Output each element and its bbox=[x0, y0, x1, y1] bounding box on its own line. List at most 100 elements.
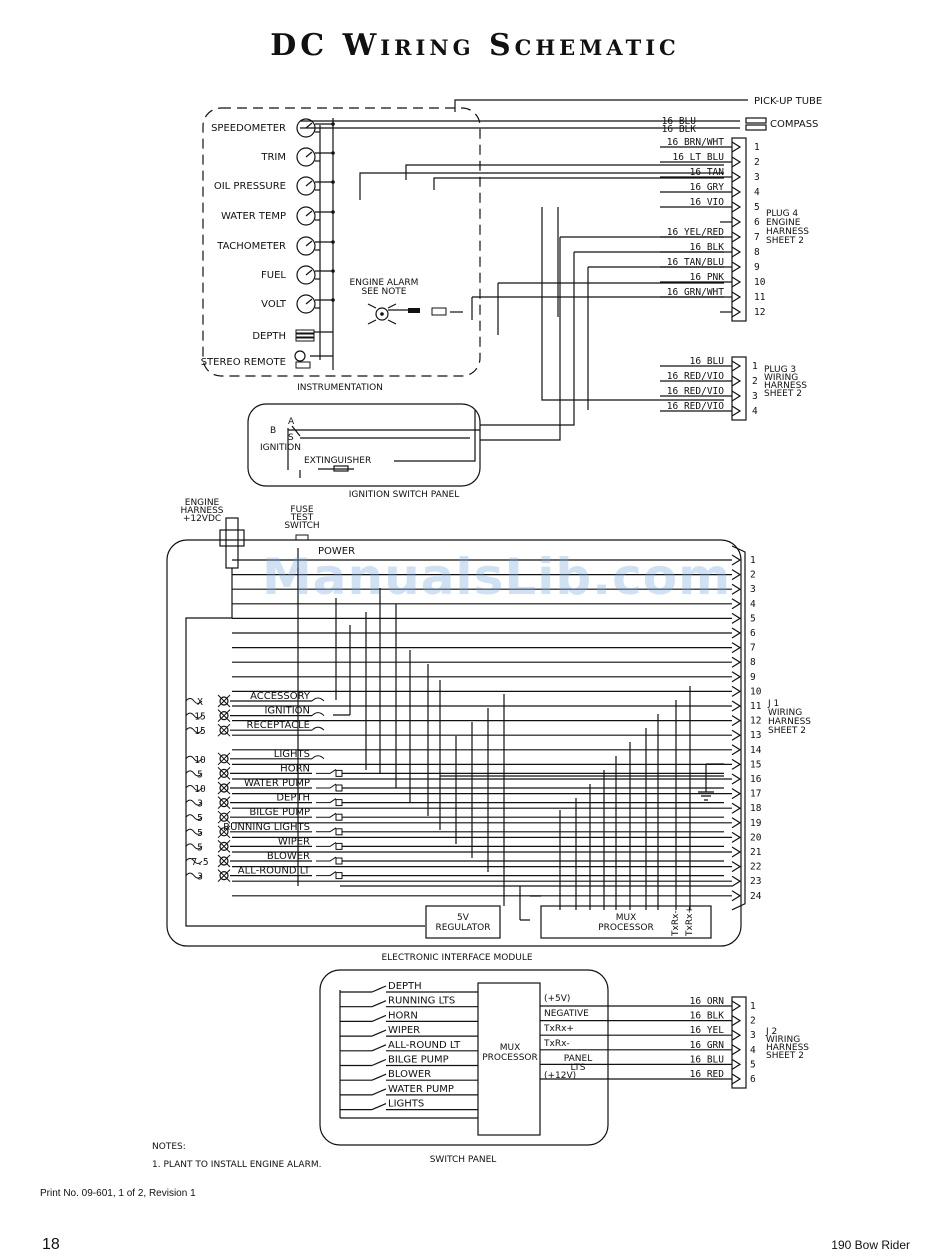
plug3-label-3: SHEET 2 bbox=[764, 389, 802, 399]
j1-pin: 12 bbox=[750, 716, 761, 727]
gauge-icon bbox=[296, 176, 316, 196]
gauge-label: SPEEDOMETER bbox=[211, 123, 286, 134]
plug4-pin: 3 bbox=[754, 172, 760, 183]
switch-blade bbox=[371, 1103, 387, 1111]
fuse-wave bbox=[185, 872, 203, 879]
fuse-wave bbox=[185, 828, 203, 835]
page-number: 18 bbox=[42, 1236, 60, 1253]
switch-blade bbox=[371, 1044, 387, 1052]
plug3-label-2: HARNESS bbox=[764, 381, 807, 391]
breaker-icon-x bbox=[217, 840, 231, 853]
engine-harness-body bbox=[219, 529, 245, 547]
gauge-needle bbox=[305, 180, 313, 187]
j1-arrow bbox=[731, 744, 742, 756]
relay-switch bbox=[316, 856, 337, 862]
gauge-needle bbox=[305, 298, 313, 305]
j1-pin: 6 bbox=[750, 628, 756, 639]
gauge-icon bbox=[296, 265, 316, 285]
page-title: DC Wiring Schematic bbox=[270, 28, 680, 63]
plug4-arrow bbox=[731, 306, 742, 318]
ignition-term-b: B bbox=[270, 426, 276, 436]
j1-arrow bbox=[731, 598, 742, 610]
plug4-arrow bbox=[731, 186, 742, 198]
breaker-icon-x bbox=[217, 709, 231, 722]
j1-arrow bbox=[731, 802, 742, 814]
switch-blade bbox=[371, 985, 387, 993]
alarm-ray bbox=[367, 303, 377, 309]
relay-switch bbox=[316, 812, 337, 818]
gauge-icon bbox=[296, 294, 316, 314]
plug3-wire-label: 16 RED/VIO bbox=[667, 371, 724, 382]
plug4-pin: 7 bbox=[754, 232, 760, 243]
breaker-icon bbox=[219, 710, 229, 721]
plug4-arrow bbox=[731, 246, 742, 258]
switch-signal-label: (+5V) bbox=[544, 994, 570, 1004]
j2-arrow bbox=[731, 1058, 742, 1070]
extinguisher-label: EXTINGUISHER bbox=[304, 456, 371, 466]
circuit-label: WATER PUMP bbox=[244, 778, 310, 789]
j1-arrow bbox=[731, 817, 742, 829]
breaker-icon bbox=[219, 856, 229, 866]
j2-pin: 4 bbox=[750, 1045, 756, 1056]
switch-label: WATER PUMP bbox=[388, 1084, 454, 1095]
fuse-wave bbox=[185, 770, 203, 777]
plug4-pin: 8 bbox=[754, 247, 760, 258]
j1-arrow bbox=[731, 671, 742, 683]
breaker-icon-x bbox=[217, 810, 231, 824]
j1-pin: 10 bbox=[750, 686, 762, 697]
gauge-needle bbox=[305, 210, 313, 217]
plug4-label-1: ENGINE bbox=[766, 218, 801, 228]
j1-pin: 16 bbox=[750, 774, 762, 785]
stereo-icon bbox=[294, 350, 306, 362]
j1-pin: 5 bbox=[750, 613, 756, 624]
j2-wire-label: 16 BLK bbox=[690, 1011, 725, 1022]
j2-label-2: HARNESS bbox=[766, 1043, 809, 1053]
j2-wire-label: 16 RED bbox=[690, 1069, 725, 1080]
relay-switch bbox=[316, 841, 337, 847]
breaker-icon bbox=[219, 827, 229, 837]
junction-dot bbox=[331, 180, 335, 184]
switch-signal-label: (+12V) bbox=[544, 1071, 576, 1081]
switch-arc bbox=[311, 755, 325, 760]
circuit-label: HORN bbox=[280, 763, 310, 774]
pickup-tube-label: PICK-UP TUBE bbox=[754, 96, 822, 107]
gauge-needle bbox=[305, 151, 313, 158]
regulator-label-0: 5V bbox=[457, 913, 470, 923]
switch-signal-label: NEGATIVE bbox=[544, 1009, 589, 1019]
j2-label-0: J 2 bbox=[765, 1027, 777, 1037]
ignition-panel-box bbox=[247, 403, 481, 487]
fuse-wave bbox=[185, 755, 203, 762]
eim-box bbox=[166, 539, 742, 947]
compass-wire-1: 16 BLU bbox=[662, 116, 697, 127]
eim-mux-label-1: PROCESSOR bbox=[598, 923, 654, 933]
fuse-wave bbox=[185, 698, 203, 704]
j1-arrow bbox=[731, 788, 742, 800]
regulator-label-1: REGULATOR bbox=[435, 923, 490, 933]
txrx-label: TxRx- bbox=[671, 910, 681, 937]
gauge-icon bbox=[296, 147, 316, 167]
instrumentation-caption: INSTRUMENTATION bbox=[297, 383, 383, 393]
plug4-arrow bbox=[731, 141, 742, 153]
j1-arrow bbox=[731, 700, 742, 712]
ignition-term-a: A bbox=[288, 417, 295, 427]
plug3-pin: 4 bbox=[752, 406, 758, 417]
plug4-pin: 2 bbox=[754, 157, 760, 168]
j2-pin: 6 bbox=[750, 1074, 756, 1085]
breaker-icon-x bbox=[217, 854, 231, 868]
switch-blade bbox=[371, 1014, 387, 1022]
plug4-pin: 4 bbox=[754, 187, 760, 198]
breaker-icon bbox=[219, 783, 229, 793]
switch-blade bbox=[371, 1073, 387, 1081]
compass-wire-2: 16 BLK bbox=[662, 124, 697, 135]
gauge-label: WATER TEMP bbox=[221, 211, 286, 222]
switch-label: HORN bbox=[388, 1010, 418, 1021]
relay-switch bbox=[316, 798, 337, 804]
switch-signal-label: LTS bbox=[571, 1063, 586, 1073]
junction-dot bbox=[331, 240, 335, 244]
j1-arrow bbox=[731, 875, 742, 887]
plug4-arrow bbox=[731, 171, 742, 183]
j2-pin: 2 bbox=[750, 1016, 756, 1027]
gauge-label: STEREO REMOTE bbox=[201, 357, 286, 368]
j2-label-1: WIRING bbox=[766, 1035, 800, 1045]
switch-label: RUNNING LTS bbox=[388, 996, 455, 1007]
